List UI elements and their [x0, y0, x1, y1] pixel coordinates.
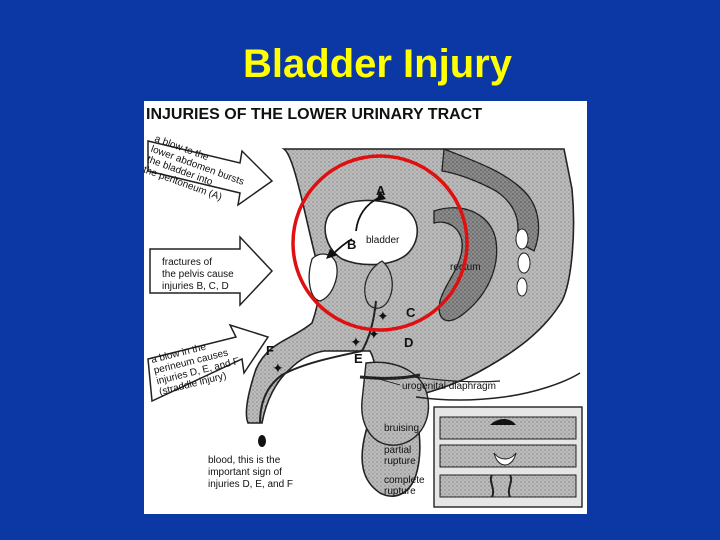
- bladder-label: bladder: [366, 235, 400, 246]
- svg-text:✦: ✦: [272, 360, 284, 376]
- anatomy-diagram: INJURIES OF THE LOWER URINARY TRACT: [144, 106, 583, 508]
- bruising-label: bruising: [384, 423, 419, 434]
- urogenital-diaphragm-label: urogenital diaphragm: [402, 381, 496, 392]
- point-e: E: [354, 351, 363, 366]
- injury-types-inset: [433, 406, 583, 508]
- diagram-panel: INJURIES OF THE LOWER URINARY TRACT: [144, 101, 587, 514]
- diagram-heading: INJURIES OF THE LOWER URINARY TRACT: [146, 106, 482, 123]
- slide-title: Bladder Injury: [243, 42, 512, 86]
- point-a: A: [376, 183, 386, 198]
- point-f: F: [266, 343, 274, 358]
- point-d: D: [404, 335, 413, 350]
- point-b: B: [347, 237, 356, 252]
- svg-text:✦: ✦: [377, 308, 389, 324]
- svg-text:a blow to the lower: a blow to the lower abdomen bursts the b…: [144, 133, 252, 209]
- point-c: C: [406, 305, 416, 320]
- partial-rupture-label: partial rupture: [384, 445, 416, 467]
- svg-text:fractures of the pel: fractures of the pelvis cause injuries B…: [162, 257, 237, 292]
- arrow-top: a blow to the lower abdomen bursts the b…: [144, 133, 274, 209]
- arrow-middle: fractures of the pelvis cause injuries B…: [149, 235, 274, 307]
- bladder-highlight-circle: [291, 154, 469, 332]
- complete-rupture-strip: [439, 474, 577, 498]
- body-silhouette: [245, 148, 581, 497]
- blood-note: blood, this is the important sign of inj…: [208, 455, 293, 490]
- partial-rupture-strip: [439, 444, 577, 468]
- svg-text:✦: ✦: [350, 334, 362, 350]
- bruising-strip: [439, 416, 577, 440]
- bladder-shape: [324, 199, 419, 266]
- complete-rupture-label: complete rupture: [384, 475, 427, 497]
